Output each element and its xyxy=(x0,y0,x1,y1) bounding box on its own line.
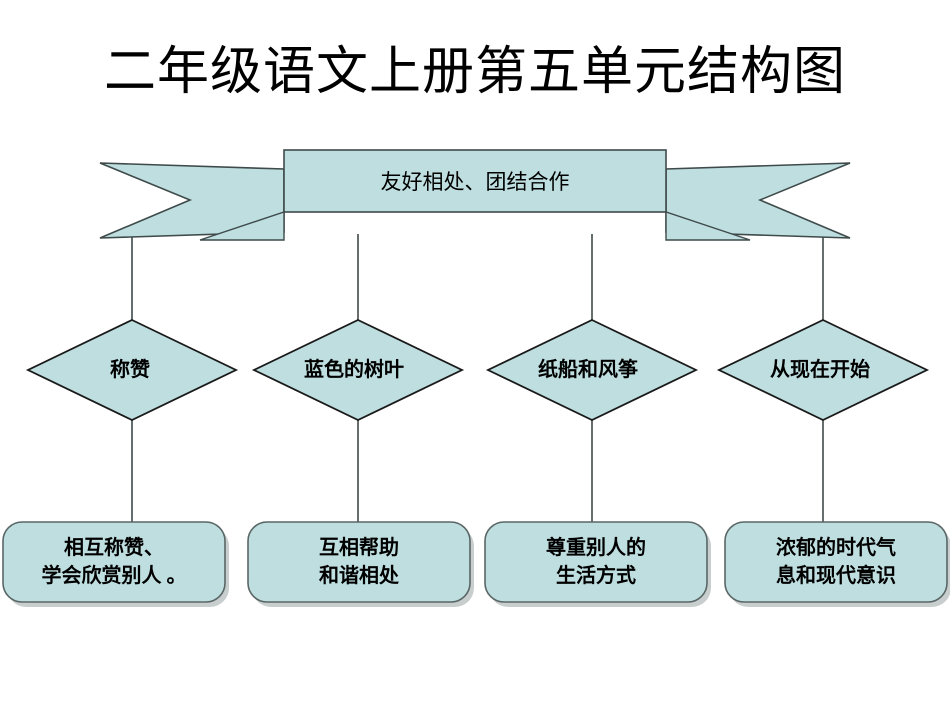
diamond-label-2: 蓝色的树叶 xyxy=(304,359,404,381)
box-label-2: 互相帮助 和谐相处 xyxy=(319,537,399,587)
diamond-label-3: 纸船和风筝 xyxy=(538,359,638,381)
page-title: 二年级语文上册第五单元结构图 xyxy=(103,44,846,101)
rounded-box-group xyxy=(2,521,950,607)
banner-left-wing xyxy=(99,162,285,239)
banner-right-wing xyxy=(665,162,851,239)
box-shape-4[interactable] xyxy=(724,521,948,603)
diamond-shape-1[interactable] xyxy=(25,319,239,421)
banner-right-fold xyxy=(665,211,751,241)
box-shape-1[interactable] xyxy=(2,521,226,603)
banner-left-fold xyxy=(199,211,285,241)
box-shape-2[interactable] xyxy=(247,521,471,603)
box-shape-3[interactable] xyxy=(484,521,708,603)
box-label-1: 相互称赞、 学会欣赏别人 。 xyxy=(41,537,187,587)
diamond-label-1: 称赞 xyxy=(110,359,150,381)
diamond-shape-2[interactable] xyxy=(251,319,465,421)
banner-plate xyxy=(283,149,667,213)
banner-label: 友好相处、团结合作 xyxy=(380,170,570,194)
diamond-label-4: 从现在开始 xyxy=(770,359,870,381)
diamond-shape-3[interactable] xyxy=(485,319,699,421)
diamond-shape-4[interactable] xyxy=(716,319,930,421)
banner-ribbon[interactable] xyxy=(99,149,851,241)
box-label-4: 浓郁的时代气 息和现代意识 xyxy=(776,537,896,587)
box-label-3: 尊重别人的 生活方式 xyxy=(546,537,646,587)
